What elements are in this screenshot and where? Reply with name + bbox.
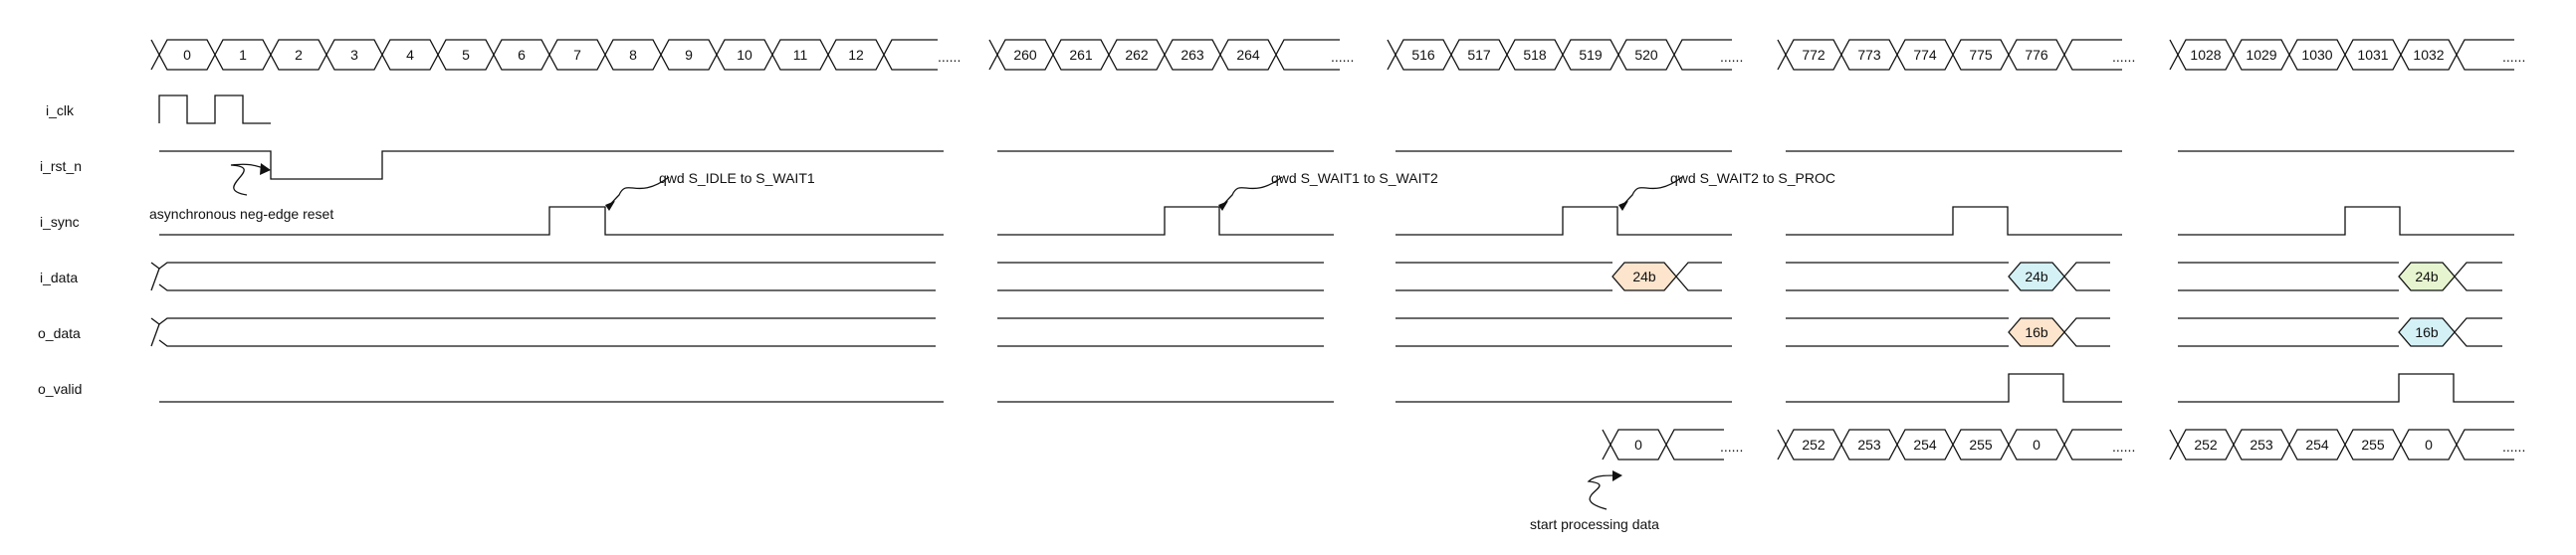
idata-value-24b-1: 24b xyxy=(1611,262,1722,291)
counter-bus-segment: 252 253 254 255 0 xyxy=(2169,429,2514,461)
counter-value: 252 xyxy=(2194,437,2218,453)
trans3-note: qwd S_WAIT2 to S_PROC xyxy=(1670,170,1835,186)
counter-value: 775 xyxy=(1969,47,1993,63)
idata-label: 24b xyxy=(2025,269,2048,284)
annotation-trans2: qwd S_WAIT1 to S_WAIT2 xyxy=(1218,170,1438,211)
ellipsis: ...... xyxy=(2502,439,2525,455)
counter-value: 6 xyxy=(518,47,526,63)
counter-value: 5 xyxy=(462,47,470,63)
annotation-trans1: qwd S_IDLE to S_WAIT1 xyxy=(605,170,815,211)
trans1-note: qwd S_IDLE to S_WAIT1 xyxy=(659,170,815,186)
counter-value: 773 xyxy=(1857,47,1881,63)
counter-value: 517 xyxy=(1467,47,1491,63)
idata-value-24b-2: 24b xyxy=(2008,262,2110,291)
counter-value: 255 xyxy=(1969,437,1993,453)
signal-label-valid: o_valid xyxy=(38,381,82,397)
counter-value: 263 xyxy=(1181,47,1204,63)
odata-value-16b-1: 16b xyxy=(2008,317,2110,347)
counter-value: 1029 xyxy=(2246,47,2276,63)
counter-value: 1031 xyxy=(2357,47,2388,63)
counter-value: 516 xyxy=(1411,47,1435,63)
annotation-trans3: qwd S_WAIT2 to S_PROC xyxy=(1618,170,1835,211)
counter-value: 7 xyxy=(573,47,581,63)
counter-value: 252 xyxy=(1802,437,1825,453)
valid-waveform xyxy=(159,373,2514,403)
ellipsis: ...... xyxy=(2502,49,2525,65)
rst-waveform xyxy=(159,150,2514,180)
counter-value: 12 xyxy=(848,47,864,63)
signal-label-odata: o_data xyxy=(38,325,81,341)
counter-value: 253 xyxy=(2250,437,2273,453)
odata-label: 16b xyxy=(2025,324,2048,340)
counter-value: 0 xyxy=(2033,437,2040,453)
counter-bus-segment: 260 261 262 263 264 xyxy=(988,39,1340,71)
counter-value: 1032 xyxy=(2413,47,2444,63)
ellipsis: ...... xyxy=(2112,49,2135,65)
counter-value: 776 xyxy=(2025,47,2048,63)
ellipsis: ...... xyxy=(1720,49,1743,65)
counter-value: 4 xyxy=(406,47,414,63)
counter-value: 520 xyxy=(1634,47,1658,63)
counter-value: 1030 xyxy=(2301,47,2332,63)
signal-label-sync: i_sync xyxy=(40,214,80,230)
signal-label-clk: i_clk xyxy=(46,102,75,118)
clk-waveform xyxy=(158,94,271,124)
counter-value: 264 xyxy=(1236,47,1260,63)
counter-value: 0 xyxy=(2425,437,2433,453)
annotation-start: start processing data xyxy=(1530,470,1659,532)
counter-value: 0 xyxy=(1634,437,1642,453)
ellipsis: ...... xyxy=(1331,49,1354,65)
signal-label-rst: i_rst_n xyxy=(40,158,82,174)
counter-value: 10 xyxy=(737,47,752,63)
reset-note: asynchronous neg-edge reset xyxy=(149,206,333,222)
counter-bus-segment: 252 253 254 255 0 xyxy=(1777,429,2122,461)
odata-waveform xyxy=(150,317,2399,347)
counter-value: 260 xyxy=(1013,47,1037,63)
start-note: start processing data xyxy=(1530,516,1659,532)
counter-value: 518 xyxy=(1523,47,1547,63)
counter-bus-segment: 0 xyxy=(1602,429,1724,461)
idata-label: 24b xyxy=(2415,269,2439,284)
idata-label: 24b xyxy=(1632,269,1656,284)
ellipsis: ...... xyxy=(938,49,961,65)
counter-value: 8 xyxy=(629,47,637,63)
counter-value: 519 xyxy=(1579,47,1603,63)
counter-value: 262 xyxy=(1125,47,1149,63)
odata-value-16b-2: 16b xyxy=(2398,317,2502,347)
counter-value: 772 xyxy=(1802,47,1825,63)
trans2-note: qwd S_WAIT1 to S_WAIT2 xyxy=(1271,170,1438,186)
counter-bus-segment: 516 517 518 519 520 xyxy=(1387,39,1732,71)
counter-value: 254 xyxy=(1913,437,1937,453)
counter-bus-segment: 1028 1029 1030 1031 1032 xyxy=(2169,39,2514,71)
counter-value: 261 xyxy=(1069,47,1093,63)
counter-value: 1 xyxy=(239,47,247,63)
idata-value-24b-3: 24b xyxy=(2398,262,2502,291)
counter-bus-segment: 772 773 774 775 776 xyxy=(1777,39,2122,71)
ellipsis: ...... xyxy=(1720,439,1743,455)
annotation-reset: asynchronous neg-edge reset xyxy=(149,163,333,222)
counter-value: 9 xyxy=(685,47,693,63)
counter-value: 11 xyxy=(793,47,808,63)
counter-value: 1028 xyxy=(2190,47,2221,63)
idata-waveform xyxy=(150,262,2399,291)
counter-value: 255 xyxy=(2361,437,2385,453)
odata-label: 16b xyxy=(2415,324,2439,340)
counter-value: 254 xyxy=(2305,437,2329,453)
counter-value: 774 xyxy=(1913,47,1937,63)
counter-value: 2 xyxy=(295,47,303,63)
signal-label-idata: i_data xyxy=(40,270,78,285)
sync-waveform xyxy=(159,206,2514,236)
counter-value: 253 xyxy=(1857,437,1881,453)
counter-value: 3 xyxy=(350,47,358,63)
ellipsis: ...... xyxy=(2112,439,2135,455)
counter-value: 0 xyxy=(183,47,191,63)
